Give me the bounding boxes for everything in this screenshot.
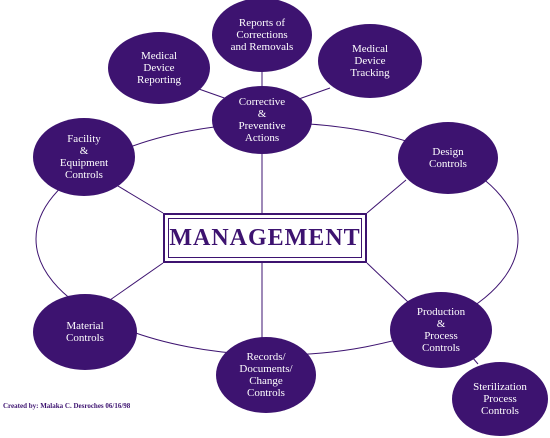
node-medical-device-reporting[interactable]: Medical Device Reporting	[108, 32, 210, 104]
node-medical-device-tracking[interactable]: Medical Device Tracking	[318, 24, 422, 98]
spoke-design-controls	[366, 179, 407, 214]
node-label: Medical Device Reporting	[137, 50, 181, 86]
node-facility-equipment-controls[interactable]: Facility & Equipment Controls	[33, 118, 135, 196]
node-label: Sterilization Process Controls	[473, 381, 527, 417]
node-sterilization-process-controls[interactable]: Sterilization Process Controls	[452, 362, 548, 436]
node-label: Corrective & Preventive Actions	[238, 96, 286, 144]
spoke-production-controls	[366, 262, 409, 303]
node-corrective-preventive-actions[interactable]: Corrective & Preventive Actions	[212, 86, 312, 154]
management-box-inner: MANAGEMENT	[168, 218, 362, 258]
node-label: Facility & Equipment Controls	[59, 133, 109, 181]
node-material-controls[interactable]: Material Controls	[33, 294, 137, 370]
author-credit: Created by: Malaka C. Desroches 06/16/98	[3, 402, 131, 410]
node-label: Reports of Corrections and Removals	[230, 17, 294, 53]
node-label: Records/ Documents/ Change Controls	[239, 351, 293, 399]
node-design-controls[interactable]: Design Controls	[398, 122, 498, 194]
node-production-process-controls[interactable]: Production & Process Controls	[390, 292, 492, 368]
node-label: Medical Device Tracking	[350, 43, 390, 79]
link-corrective-to-tracking	[295, 87, 331, 101]
node-label: Material Controls	[66, 320, 104, 344]
node-records-documents-change-controls[interactable]: Records/ Documents/ Change Controls	[216, 337, 316, 413]
node-label: Production & Process Controls	[416, 306, 466, 354]
management-label: MANAGEMENT	[169, 224, 361, 251]
node-reports-corrections-removals[interactable]: Reports of Corrections and Removals	[212, 0, 312, 72]
node-label: Design Controls	[429, 146, 467, 170]
management-box[interactable]: MANAGEMENT	[163, 213, 367, 263]
spoke-material-controls	[109, 262, 164, 301]
